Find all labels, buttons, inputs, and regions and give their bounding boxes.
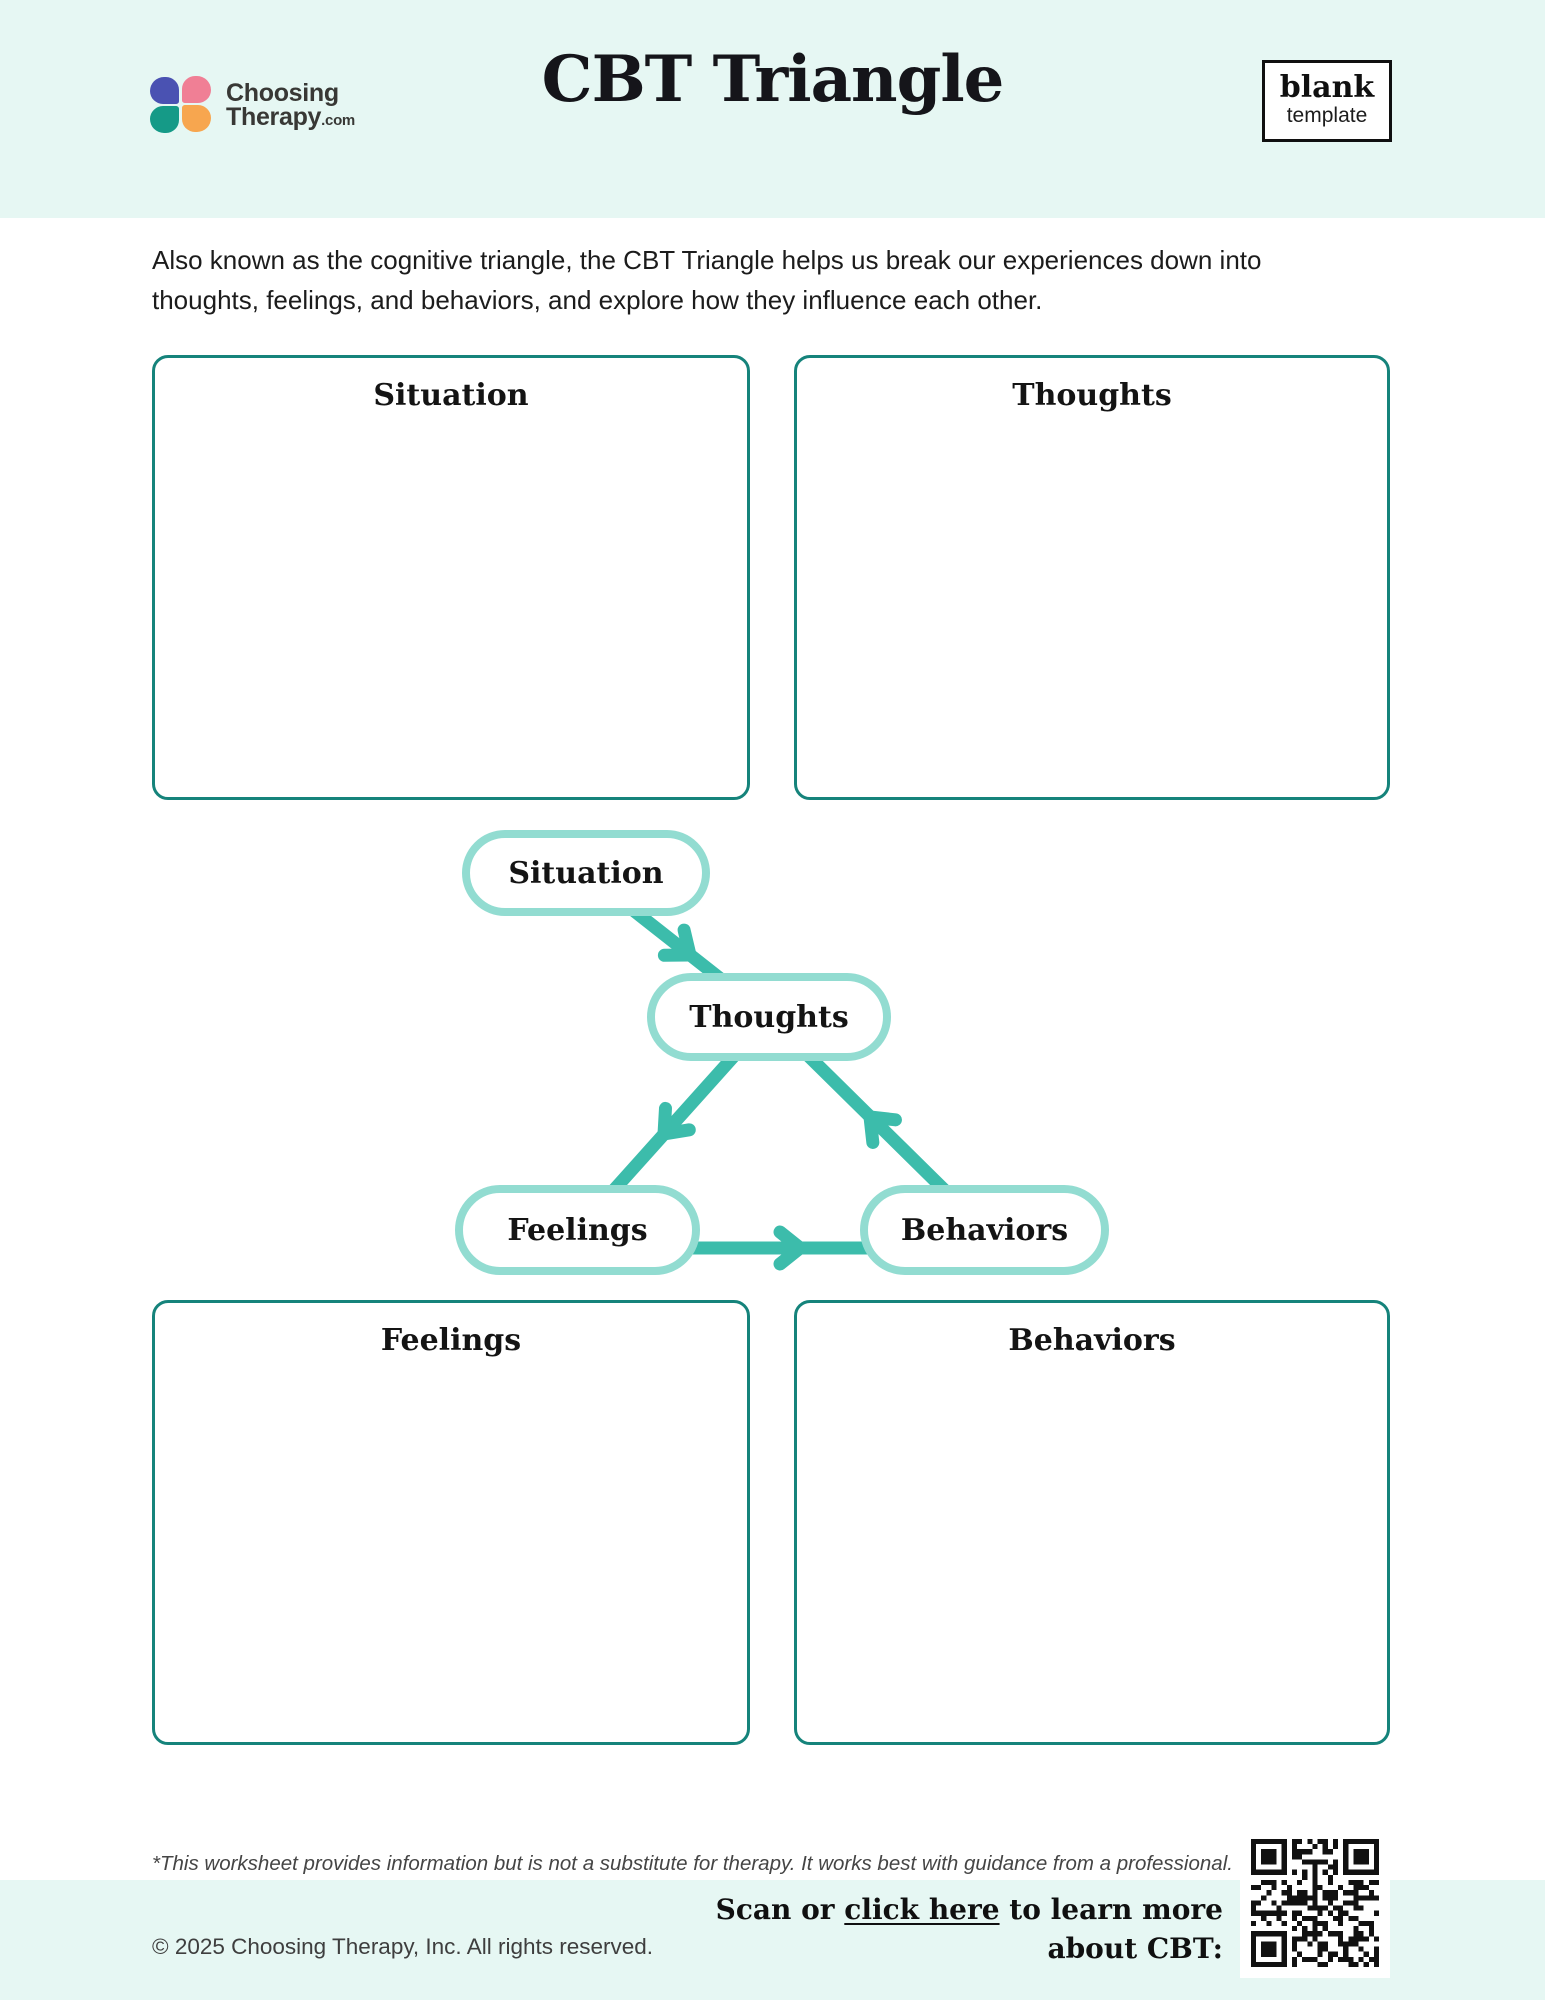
badge-word-blank: blank [1279,70,1375,105]
diagram-node-situation: Situation [462,830,710,916]
choosing-therapy-logo-icon [150,76,212,134]
behaviors-box-title: Behaviors [1008,1323,1176,1358]
logo-tld: .com [321,112,355,129]
arrowhead-feelings-behaviors [773,1225,807,1271]
situation-box-title: Situation [373,378,529,413]
diagram-node-thoughts: Thoughts [647,973,891,1061]
logo-wordmark: Choosing Therapy.com [226,78,355,131]
badge-word-template: template [1286,104,1368,127]
situation-box: Situation [152,355,750,800]
logo-line2: Therapy.com [226,103,355,131]
feelings-box-title: Feelings [380,1323,522,1358]
thoughts-box-input-area[interactable] [797,428,1387,797]
scan-line1: Scan or click here to learn more [715,1893,1223,1926]
logo-petal-blue [150,77,179,104]
header-band: Choosing Therapy.com CBT Triangle blank … [0,0,1545,218]
behaviors-box-input-area[interactable] [797,1373,1387,1742]
behaviors-box: Behaviors [794,1300,1390,1745]
thoughts-box-title: Thoughts [1012,378,1172,413]
copyright-text: © 2025 Choosing Therapy, Inc. All rights… [152,1934,654,1959]
logo-petal-orange [182,105,211,132]
situation-box-input-area[interactable] [155,428,747,797]
intro-text: Also known as the cognitive triangle, th… [152,245,1262,316]
choosing-therapy-logo: Choosing Therapy.com [150,76,355,134]
feelings-box-input-area[interactable] [155,1373,747,1742]
diagram-node-feelings: Feelings [455,1185,700,1275]
logo-petal-teal [150,106,179,133]
logo-line1: Choosing [226,78,339,107]
footer-disclaimer: *This worksheet provides information but… [152,1852,1233,1875]
thoughts-box: Thoughts [794,355,1390,800]
arrowhead-situation-thoughts [657,923,697,962]
page-title: CBT Triangle [541,42,1005,117]
scan-line2: about CBT: [1047,1932,1223,1966]
scan-instruction: Scan or click here to learn more about C… [716,1890,1223,1968]
arrowhead-thoughts-feelings [657,1101,696,1141]
qr-code-svg [1251,1839,1379,1967]
logo-petal-pink [182,76,211,103]
blank-template-badge: blank template [1262,60,1392,143]
click-here-link[interactable]: click here [844,1893,1000,1926]
qr-code [1240,1828,1390,1978]
arrowhead-behaviors-thoughts [863,1110,902,1149]
diagram-node-behaviors: Behaviors [860,1185,1109,1275]
feelings-box: Feelings [152,1300,750,1745]
cbt-triangle-diagram: Situation Thoughts Feelings Behaviors [0,800,1545,1300]
